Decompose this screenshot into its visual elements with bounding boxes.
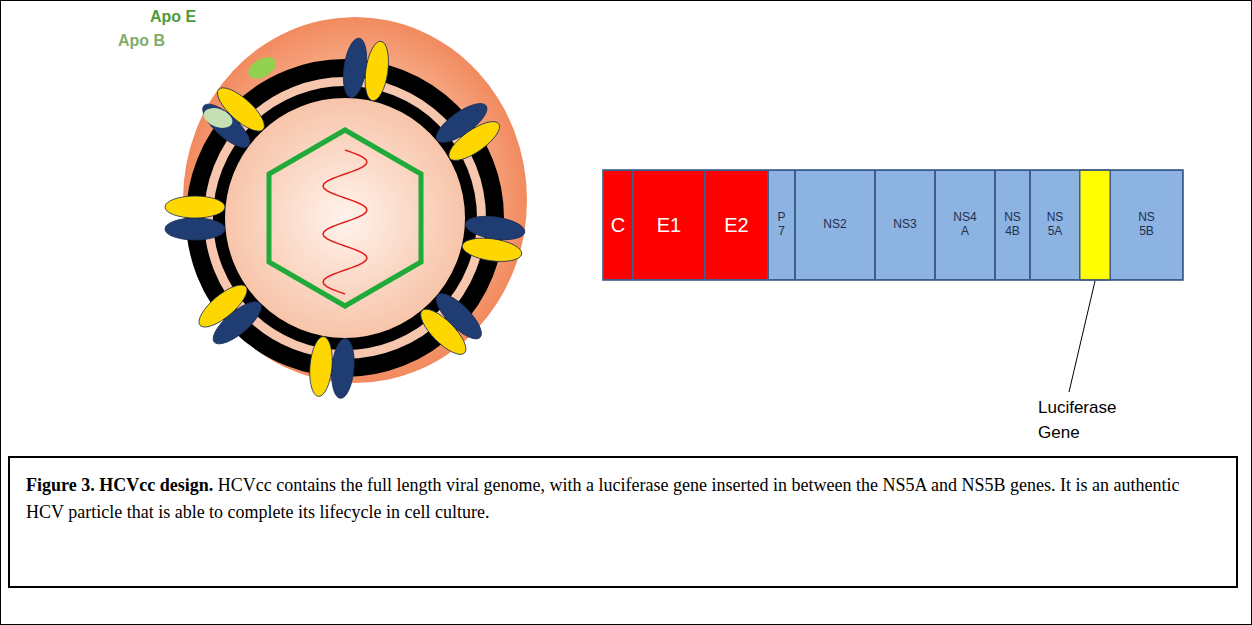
protein-label: Apo E: [150, 8, 196, 26]
luciferase-segment: [1080, 170, 1110, 280]
genome-segment: NS 5B: [1110, 170, 1183, 280]
figure-caption: Figure 3. HCVcc design. HCVcc contains t…: [26, 472, 1220, 526]
genome-segment: E1: [633, 170, 705, 280]
outer-membrane: [195, 68, 495, 368]
apo-e-protein: [245, 53, 280, 84]
segment-label: E1: [657, 214, 681, 237]
glycoprotein: [362, 40, 392, 102]
genome-segment: NS2: [795, 170, 875, 280]
glycoprotein: [193, 278, 253, 333]
segment-label: P 7: [778, 211, 786, 239]
genome-segment: E2: [705, 170, 768, 280]
protein-label: Apo B: [118, 32, 165, 50]
segment-label: NS 4B: [1004, 211, 1021, 239]
glycoprotein: [165, 218, 225, 240]
rna-strand: [323, 150, 367, 294]
apo-b-protein: [201, 104, 235, 131]
glycoprotein: [307, 336, 334, 398]
segment-label: NS 5A: [1047, 211, 1064, 239]
glycoprotein: [443, 115, 505, 167]
caption-box: Figure 3. HCVcc design. HCVcc contains t…: [8, 456, 1238, 588]
genome-segment: NS3: [875, 170, 935, 280]
genome-segment: C: [603, 170, 633, 280]
glycoproteins: [165, 37, 526, 400]
genome-segment: NS4 A: [935, 170, 995, 280]
glycoprotein: [414, 303, 472, 361]
segment-label: NS2: [823, 218, 846, 232]
gene-label: Luciferase Gene: [1038, 396, 1116, 445]
genome-bar-outline: [603, 170, 1183, 280]
genome-segment: NS 4B: [995, 170, 1030, 280]
genome-segment: P 7: [768, 170, 795, 280]
segment-label: NS3: [893, 218, 916, 232]
segment-label: E2: [724, 214, 748, 237]
glycoprotein: [329, 338, 356, 400]
segment-label: C: [611, 214, 625, 237]
segment-label: NS4 A: [953, 211, 976, 239]
lipoprotein-envelope: [183, 17, 527, 383]
genome-segment: NS 5A: [1030, 170, 1080, 280]
glycoprotein: [165, 196, 225, 218]
capsid-hexagon: [269, 130, 421, 306]
leader-line: [1069, 281, 1095, 392]
glycoprotein: [461, 235, 523, 265]
segment-label: NS 5B: [1138, 211, 1155, 239]
